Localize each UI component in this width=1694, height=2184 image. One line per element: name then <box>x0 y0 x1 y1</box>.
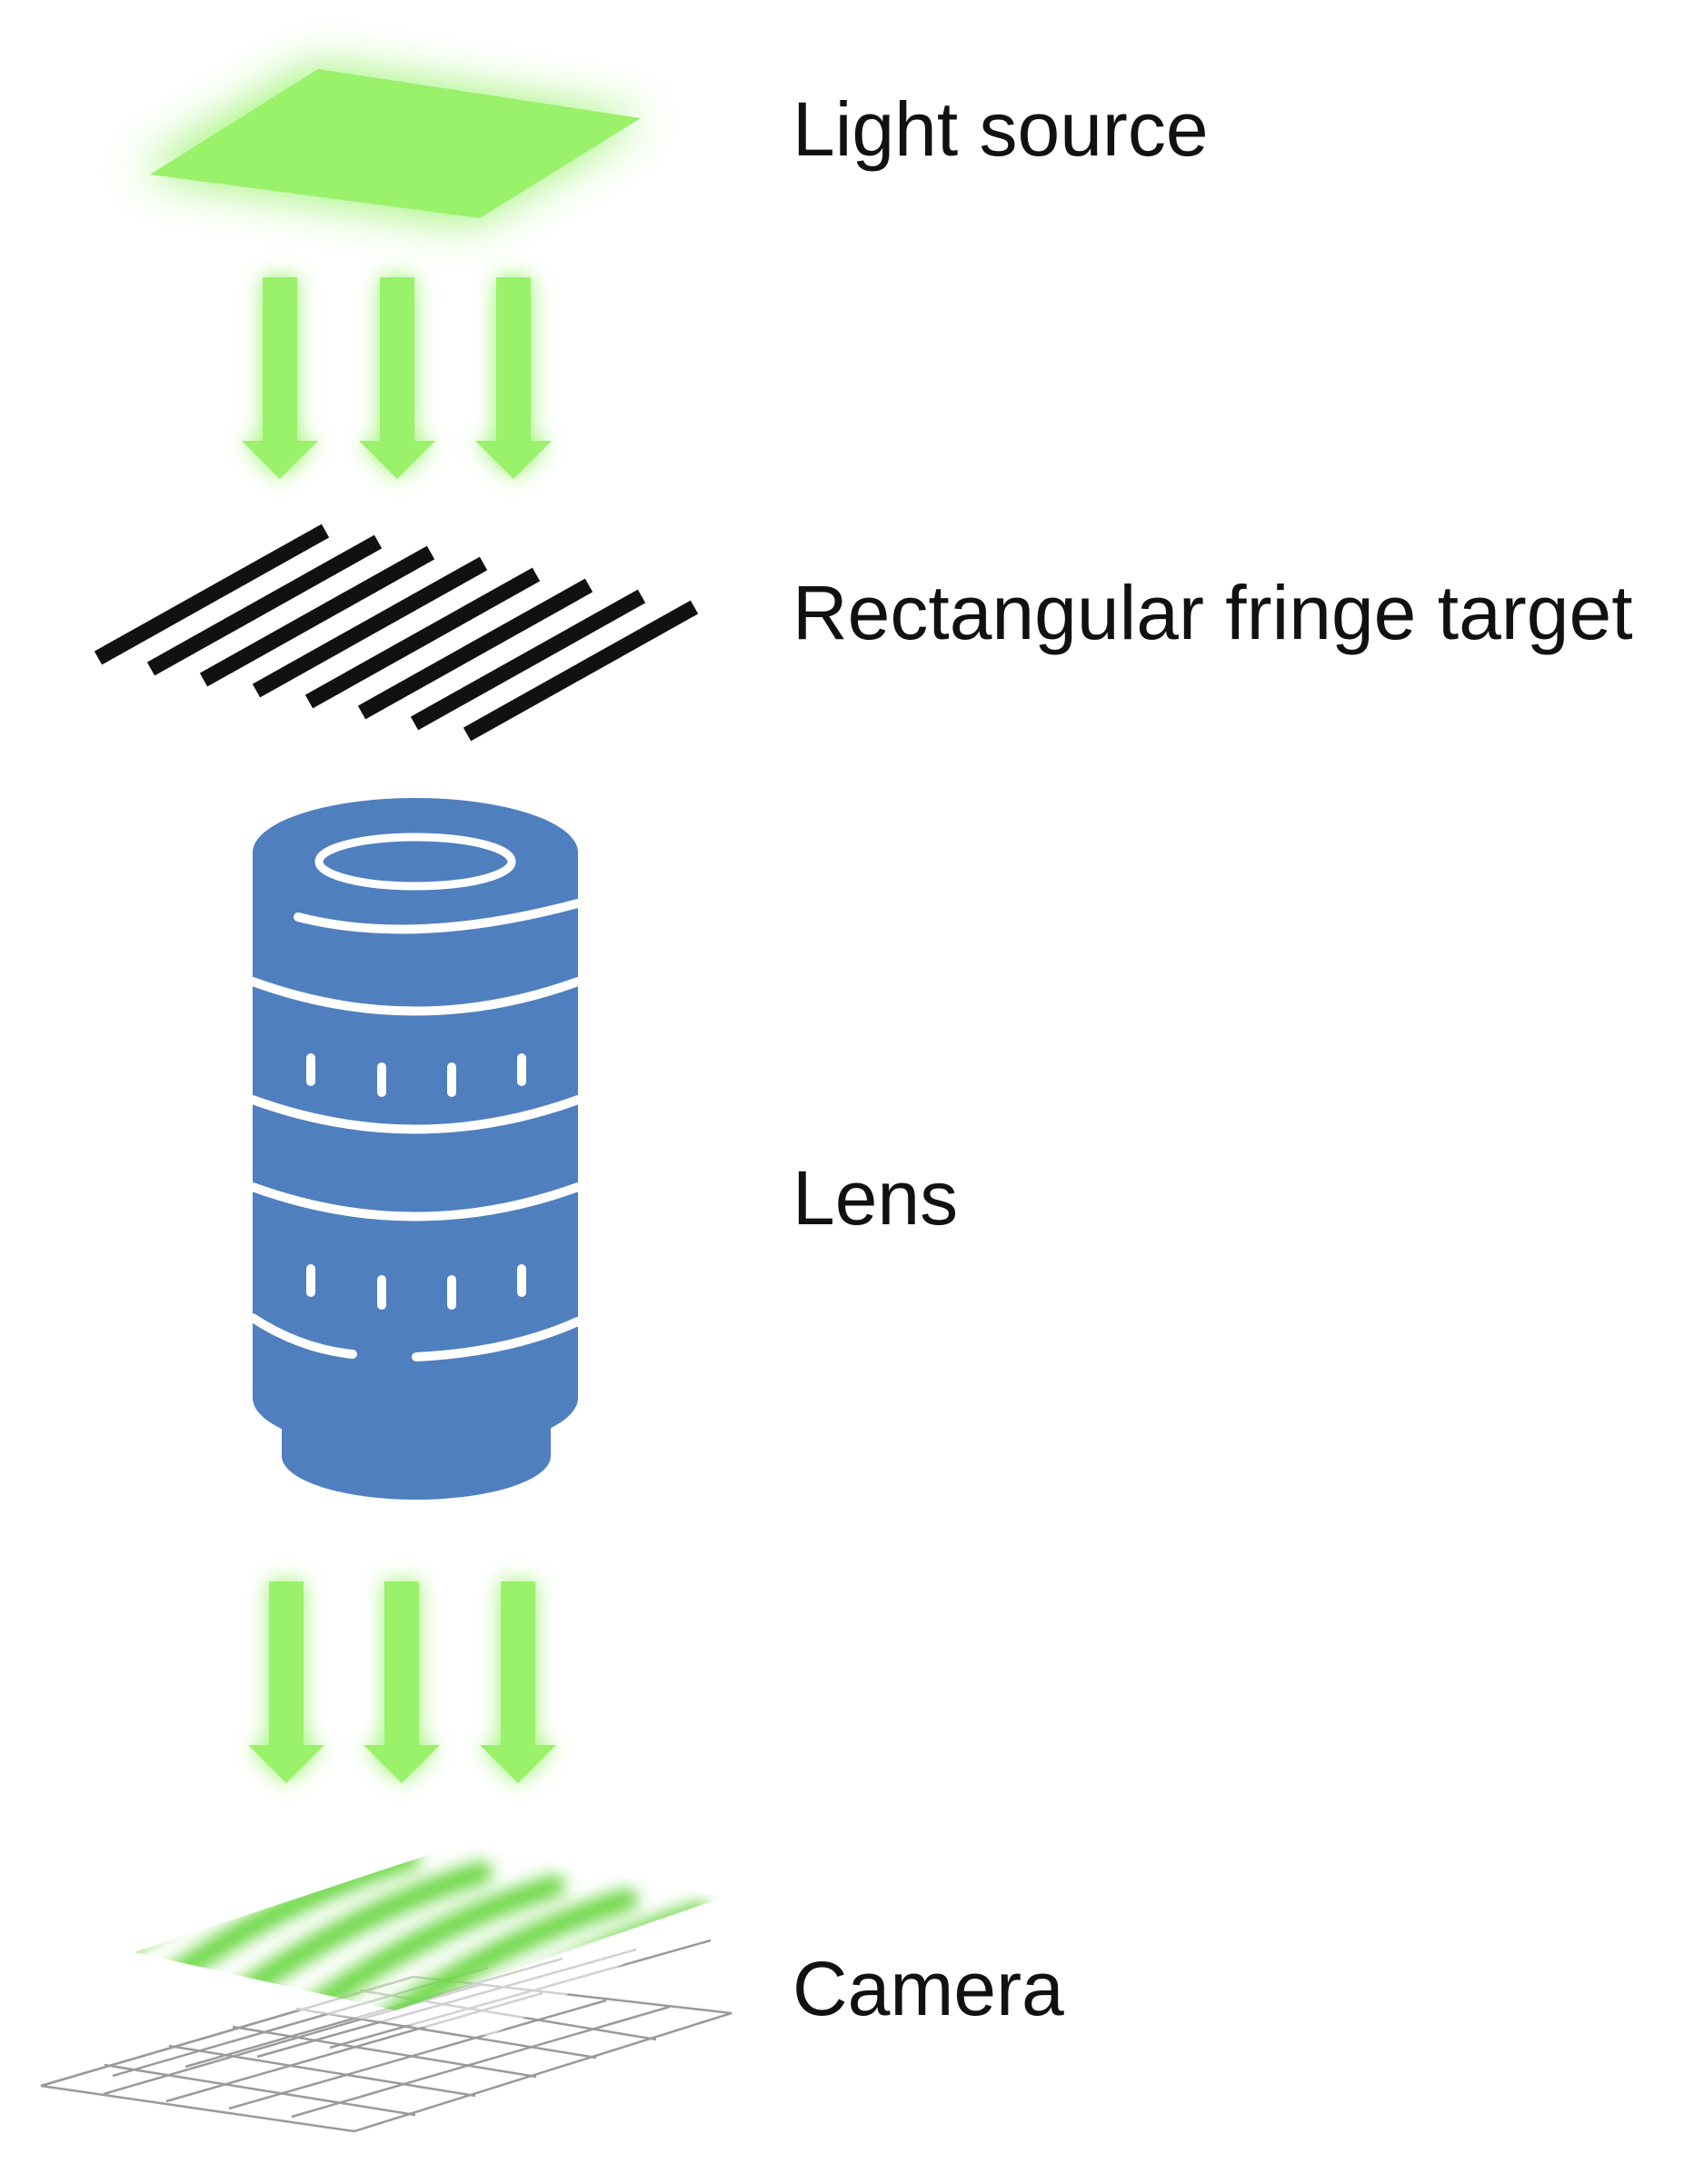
down-arrow-icon <box>359 277 435 479</box>
camera-label: Camera <box>792 1946 1064 2031</box>
arrows-down-top <box>242 277 552 479</box>
lens-icon <box>248 798 583 1500</box>
arrows-down-bottom <box>248 1581 556 1783</box>
camera-fringe-icon <box>77 1843 727 2036</box>
light-source-icon <box>136 65 645 223</box>
down-arrow-icon <box>364 1581 440 1783</box>
light-source-label: Light source <box>792 86 1209 172</box>
down-arrow-icon <box>248 1581 324 1783</box>
fringe-target-label: Rectangular fringe target <box>792 570 1633 655</box>
fringe-target-icon <box>94 524 699 742</box>
down-arrow-icon <box>480 1581 556 1783</box>
down-arrow-icon <box>242 277 318 479</box>
lens-label: Lens <box>792 1155 959 1241</box>
down-arrow-icon <box>475 277 552 479</box>
